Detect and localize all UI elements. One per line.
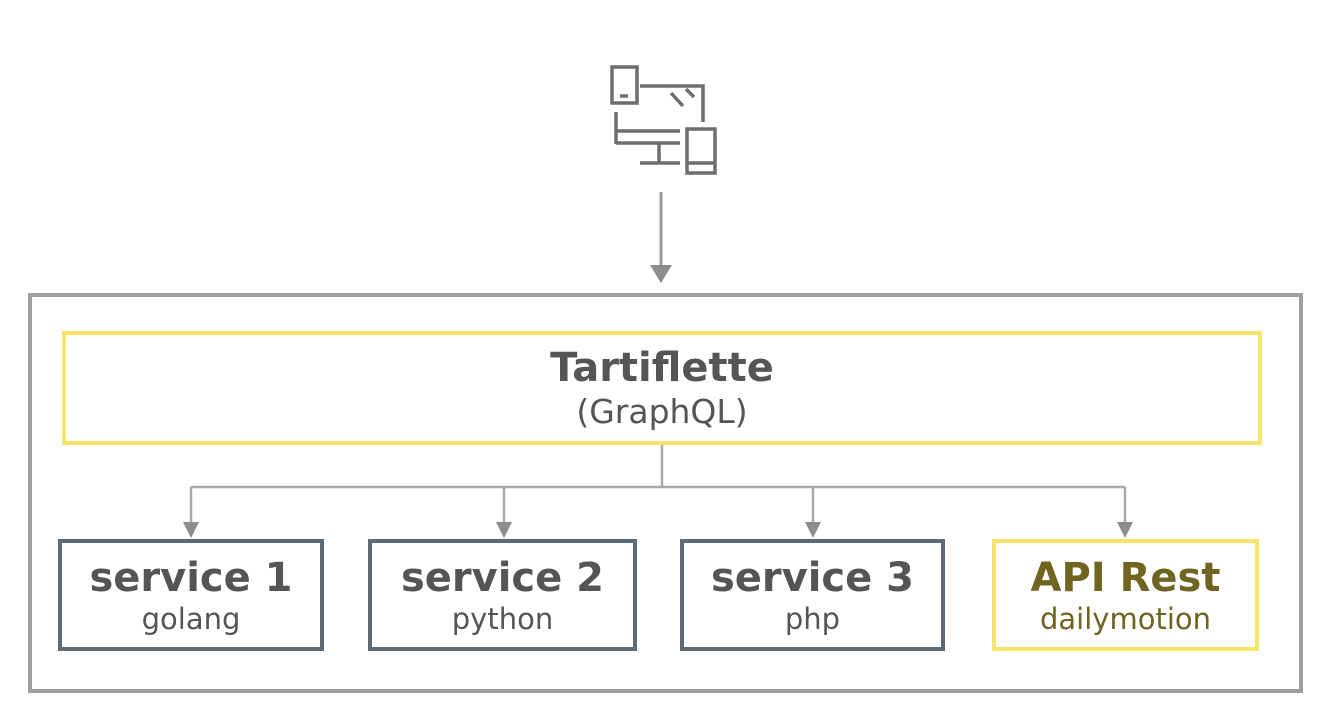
root-node-tartiflette: Tartiflette (GraphQL) [62, 331, 1262, 445]
service-node-1: service 1 golang [58, 539, 324, 651]
clients-to-root-arrow [650, 192, 672, 283]
service-title: service 3 [710, 554, 915, 601]
service-node-3: service 3 php [680, 539, 945, 651]
root-subtitle: (GraphQL) [576, 392, 748, 432]
service-subtitle: golang [141, 601, 241, 636]
monitor-icon [614, 112, 680, 165]
service-title: service 2 [400, 554, 605, 601]
tablet-icon [610, 65, 639, 105]
root-title: Tartiflette [550, 345, 774, 392]
phone-icon [685, 127, 717, 175]
service-subtitle: dailymotion [1040, 601, 1211, 636]
service-node-api-rest: API Rest dailymotion [992, 539, 1259, 651]
service-title: service 1 [89, 554, 293, 601]
service-title: API Rest [1030, 554, 1221, 601]
service-node-2: service 2 python [368, 539, 637, 651]
root-to-services-connectors [183, 445, 1133, 538]
devices-icon [610, 65, 717, 283]
service-subtitle: php [784, 601, 841, 636]
arrowheads [183, 522, 1133, 538]
service-subtitle: python [451, 601, 554, 636]
